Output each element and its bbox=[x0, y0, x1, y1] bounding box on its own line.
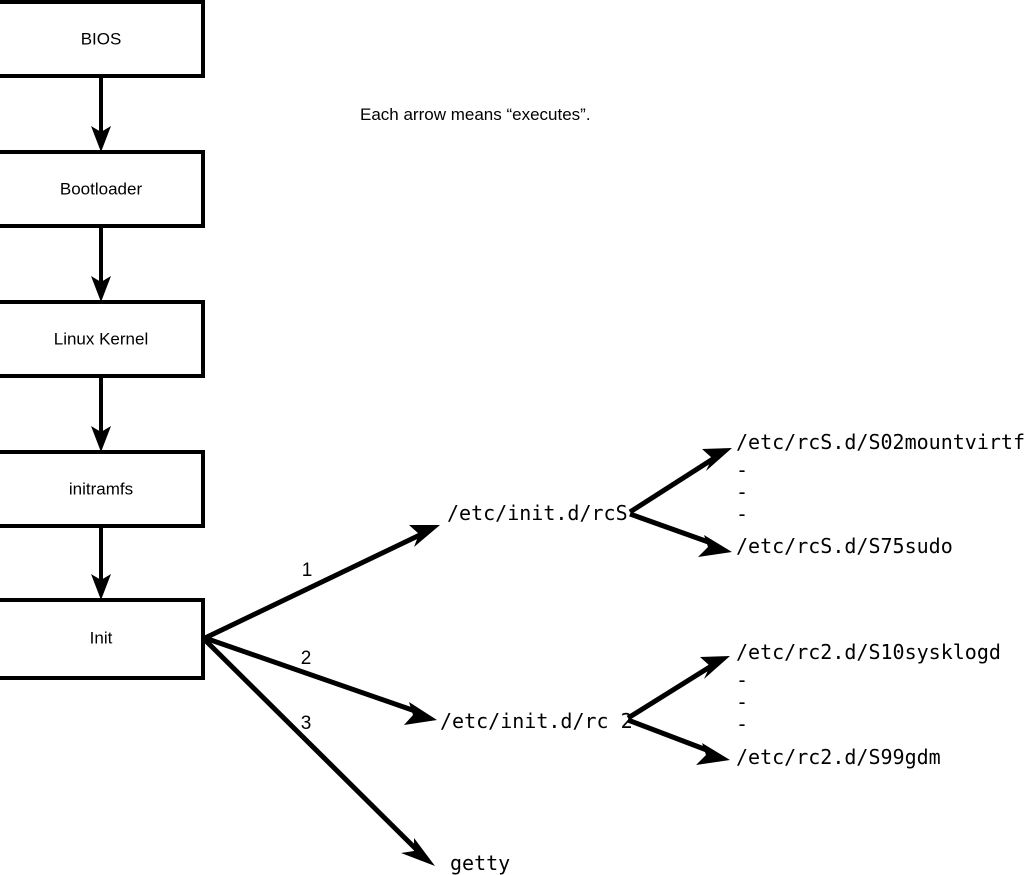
boot-chain-group: BIOS Bootloader Linux Kernel initramfs I… bbox=[0, 0, 205, 680]
init-branch-1: 1 bbox=[203, 525, 440, 641]
initramfs-box[interactable] bbox=[0, 450, 205, 528]
init-branch-3-number: 3 bbox=[301, 713, 312, 734]
rc2-ellipsis-1: - bbox=[736, 668, 748, 692]
arrow-kernel-to-initramfs bbox=[91, 376, 111, 452]
init-branch-3: 3 bbox=[203, 638, 435, 866]
rcs-script-list: /etc/rcS.d/S02mountvirtfs - - - /etc/rcS… bbox=[736, 430, 1024, 558]
init-branch-1-number: 1 bbox=[302, 560, 313, 581]
node-initramfs[interactable]: initramfs bbox=[0, 450, 205, 528]
init-label: Init bbox=[90, 628, 113, 647]
arrow-initramfs-to-init bbox=[91, 526, 111, 600]
linux-kernel-box[interactable] bbox=[0, 300, 205, 378]
getty-label[interactable]: getty bbox=[450, 851, 510, 875]
rc2-first-script[interactable]: /etc/rc2.d/S10sysklogd bbox=[736, 640, 1001, 664]
init-branch-2: 2 bbox=[204, 635, 437, 725]
node-bios[interactable]: BIOS bbox=[0, 0, 205, 78]
rcs-script-label[interactable]: /etc/init.d/rcS bbox=[447, 501, 628, 525]
rcs-ellipsis-3: - bbox=[736, 502, 748, 526]
rc2-script-label[interactable]: /etc/init.d/rc 2 bbox=[440, 709, 633, 733]
rcs-ellipsis-2: - bbox=[736, 480, 748, 504]
vertical-arrows-group bbox=[91, 76, 111, 600]
bootloader-box[interactable] bbox=[0, 150, 205, 228]
rcs-ellipsis-1: - bbox=[736, 458, 748, 482]
init-branches-group: 1 2 3 bbox=[203, 525, 440, 866]
rc2-last-script[interactable]: /etc/rc2.d/S99gdm bbox=[736, 745, 941, 769]
mid-targets-group: /etc/init.d/rcS /etc/init.d/rc 2 getty bbox=[440, 501, 633, 875]
arrow-bios-to-bootloader bbox=[91, 76, 111, 152]
node-bootloader[interactable]: Bootloader bbox=[0, 150, 205, 228]
initramfs-label: initramfs bbox=[69, 479, 133, 498]
bootloader-label: Bootloader bbox=[60, 179, 143, 198]
node-linux-kernel[interactable]: Linux Kernel bbox=[0, 300, 205, 378]
rc2-ellipsis-2: - bbox=[736, 690, 748, 714]
rcs-first-script[interactable]: /etc/rcS.d/S02mountvirtfs bbox=[736, 430, 1024, 454]
rcs-fanout-group bbox=[628, 448, 732, 557]
diagram-caption: Each arrow means “executes”. bbox=[360, 105, 591, 124]
arrow-bootloader-to-kernel bbox=[91, 226, 111, 302]
rc2-ellipsis-3: - bbox=[736, 712, 748, 736]
node-init[interactable]: Init bbox=[0, 598, 205, 680]
bios-label: BIOS bbox=[81, 29, 122, 48]
rc2-fanout-group bbox=[626, 656, 730, 765]
bios-box[interactable] bbox=[0, 0, 205, 78]
rcs-last-script[interactable]: /etc/rcS.d/S75sudo bbox=[736, 534, 953, 558]
init-branch-2-number: 2 bbox=[301, 648, 312, 669]
linux-kernel-label: Linux Kernel bbox=[54, 329, 149, 348]
init-box[interactable] bbox=[0, 598, 205, 680]
rc2-script-list: /etc/rc2.d/S10sysklogd - - - /etc/rc2.d/… bbox=[736, 640, 1001, 769]
